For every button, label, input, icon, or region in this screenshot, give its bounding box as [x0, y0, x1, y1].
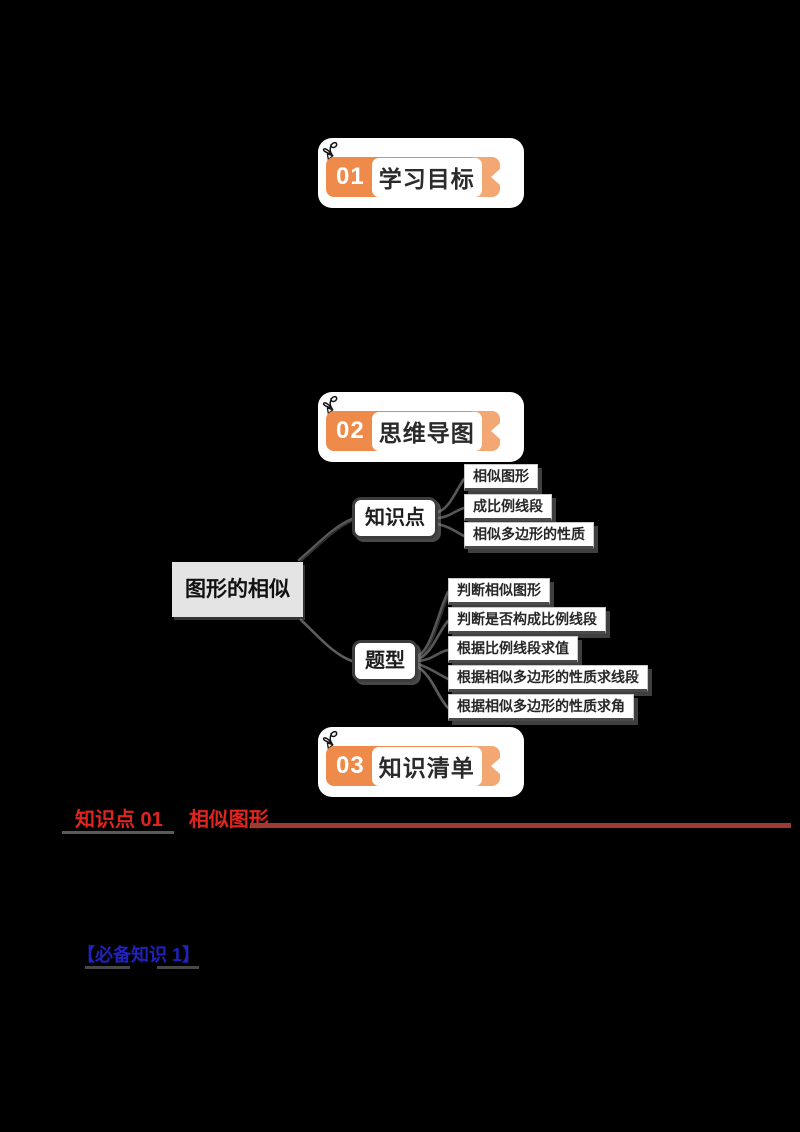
mindmap-leaf: 根据相似多边形的性质求角 — [448, 694, 634, 721]
mindmap-leaf: 根据比例线段求值 — [448, 636, 578, 663]
section-number: 01 — [336, 163, 365, 190]
heading-rule — [250, 823, 791, 828]
section-number-ribbon: 02 思维导图 — [326, 411, 500, 451]
section-title: 学习目标 — [371, 157, 482, 197]
section-number: 03 — [336, 752, 365, 779]
mindmap-leaf: 根据相似多边形的性质求线段 — [448, 665, 648, 692]
mindmap-leaf: 判断相似图形 — [448, 578, 550, 605]
mindmap-leaf: 成比例线段 — [464, 494, 552, 521]
section-badge-01: 01 学习目标 — [318, 138, 524, 208]
knowledge-point-title: 相似图形 — [188, 809, 269, 831]
knowledge-point-number: 知识点 01 — [75, 809, 163, 831]
section-number: 02 — [336, 417, 365, 444]
section-title: 思维导图 — [371, 411, 482, 451]
mindmap-root-node: 图形的相似 — [172, 562, 303, 617]
section-badge-02: 02 思维导图 — [318, 392, 524, 462]
section-badge-03: 03 知识清单 — [318, 727, 524, 797]
heading-prefix-underline — [62, 831, 174, 834]
ribbon-notch — [490, 423, 500, 439]
mindmap-branch-question-types: 题型 — [352, 640, 418, 682]
mindmap-branch-knowledge-points: 知识点 — [352, 497, 438, 539]
section-title: 知识清单 — [371, 746, 482, 786]
section-number-ribbon: 01 学习目标 — [326, 157, 500, 197]
ribbon-notch — [490, 169, 500, 185]
mindmap-leaf: 相似多边形的性质 — [464, 522, 594, 549]
mindmap-leaf: 相似图形 — [464, 464, 538, 491]
faint-text-mark — [157, 966, 199, 969]
mindmap-leaf: 判断是否构成比例线段 — [448, 607, 606, 634]
faint-text-mark — [85, 966, 130, 969]
knowledge-point-heading: 知识点 01 相似图形 — [75, 803, 269, 832]
essential-knowledge-label: 【必备知识 1】 — [77, 945, 201, 965]
section-number-ribbon: 03 知识清单 — [326, 746, 500, 786]
ribbon-notch — [490, 758, 500, 774]
